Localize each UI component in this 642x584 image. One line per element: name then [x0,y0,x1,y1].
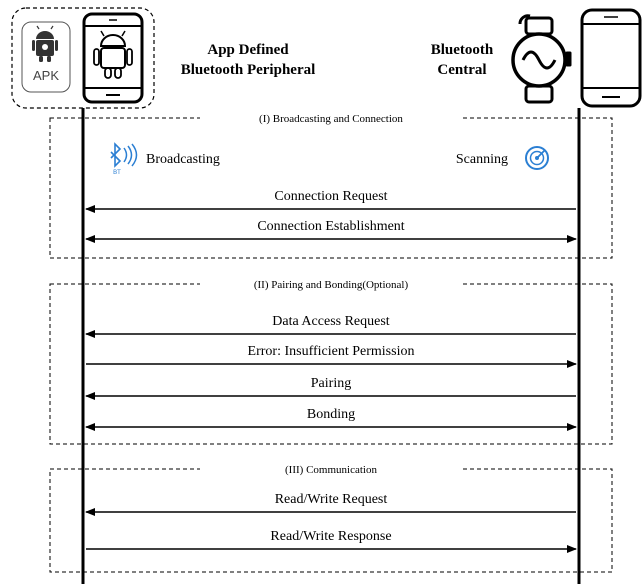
phase-3-title: (III) Communication [285,464,377,476]
phase-2-title: (II) Pairing and Bonding(Optional) [254,279,409,291]
right-device-title-line1: Bluetooth [431,42,494,58]
message-label-6: Bonding [307,407,355,422]
android-phone-icon [82,12,144,104]
left-device-group: APK [11,7,155,109]
phase-1-box: (I) Broadcasting and Connection [49,110,613,259]
left-device-title-line2: Bluetooth Peripheral [181,62,316,78]
phase-2-box: (II) Pairing and Bonding(Optional) [49,276,613,445]
android-icon [32,25,58,62]
right-device-title-line2: Central [437,62,486,78]
phone-icon [580,8,642,108]
message-label-4: Error: Insufficient Permission [248,344,415,359]
phase-1-title: (I) Broadcasting and Connection [259,113,403,125]
message-label-1: Connection Request [274,189,387,204]
broadcasting-label: Broadcasting [146,152,220,167]
apk-tile: APK [21,21,71,93]
smartwatch-icon [511,14,572,104]
message-label-2: Connection Establishment [257,219,404,234]
message-label-3: Data Access Request [272,314,390,329]
left-device-title-line1: App Defined [207,42,289,58]
message-label-8: Read/Write Response [270,529,391,544]
bluetooth-icon: BT [110,142,138,176]
phase-3-box: (III) Communication [49,461,613,573]
scanning-label: Scanning [456,152,508,167]
radar-icon [525,146,549,170]
apk-label: APK [33,68,59,83]
message-label-5: Pairing [311,376,351,391]
bt-tag: BT [113,170,121,176]
message-label-7: Read/Write Request [275,492,388,507]
